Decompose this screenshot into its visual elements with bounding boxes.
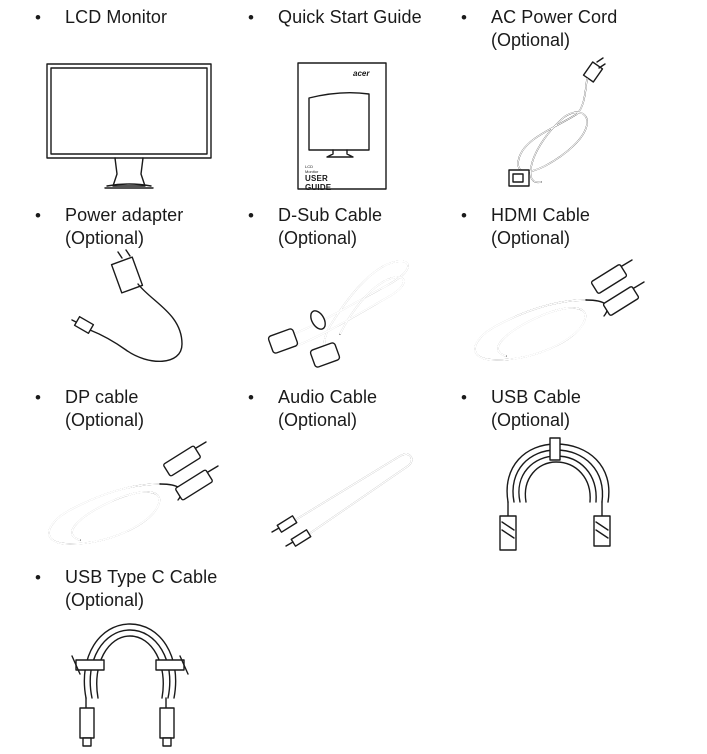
item-optional: (Optional) bbox=[491, 410, 571, 430]
monitor-illustration-icon bbox=[45, 62, 213, 192]
usb-cable-icon bbox=[496, 436, 624, 560]
bullet: • bbox=[35, 568, 41, 587]
dsub-cable-icon bbox=[266, 256, 416, 384]
item-quick-start-guide: • Quick Start Guide bbox=[248, 6, 422, 29]
audio-cable-icon bbox=[270, 450, 414, 547]
item-power-adapter: • Power adapter (Optional) bbox=[35, 204, 184, 250]
bullet: • bbox=[248, 206, 254, 225]
item-label: Audio Cable bbox=[278, 387, 378, 407]
bullet: • bbox=[461, 388, 467, 407]
item-label: LCD Monitor bbox=[65, 7, 168, 27]
dp-cable-icon bbox=[40, 440, 219, 560]
item-optional: (Optional) bbox=[491, 30, 571, 50]
item-hdmi-cable: • HDMI Cable (Optional) bbox=[461, 204, 591, 250]
item-label: USB Cable bbox=[491, 387, 581, 407]
item-label: Power adapter bbox=[65, 205, 184, 225]
item-label: USB Type C Cable bbox=[65, 567, 218, 587]
item-optional: (Optional) bbox=[278, 410, 358, 430]
item-dp-cable: • DP cable (Optional) bbox=[35, 386, 145, 432]
item-label: D-Sub Cable bbox=[278, 205, 383, 225]
item-label: HDMI Cable bbox=[491, 205, 591, 225]
item-label: AC Power Cord bbox=[491, 7, 618, 27]
hdmi-cable-icon bbox=[466, 259, 645, 372]
item-label: Quick Start Guide bbox=[278, 7, 422, 27]
usb-c-cable-icon bbox=[70, 616, 189, 748]
item-ac-power-cord: • AC Power Cord (Optional) bbox=[461, 6, 618, 52]
item-usb-c-cable: • USB Type C Cable (Optional) bbox=[35, 566, 218, 612]
power-adapter-icon bbox=[71, 249, 190, 378]
guide-brand: acer bbox=[353, 69, 370, 78]
item-optional: (Optional) bbox=[278, 228, 358, 248]
bullet: • bbox=[248, 8, 254, 27]
item-lcd-monitor: • LCD Monitor bbox=[35, 6, 168, 29]
bullet: • bbox=[35, 8, 41, 27]
bullet: • bbox=[35, 206, 41, 225]
guide-small-text: LCD Monitor bbox=[305, 164, 319, 174]
item-optional: (Optional) bbox=[65, 410, 145, 430]
power-cord-icon bbox=[505, 57, 606, 196]
item-optional: (Optional) bbox=[65, 228, 145, 248]
bullet: • bbox=[461, 8, 467, 27]
item-optional: (Optional) bbox=[65, 590, 145, 610]
item-label: DP cable bbox=[65, 387, 139, 407]
guide-title: USER GUIDE bbox=[305, 174, 332, 192]
item-dsub-cable: • D-Sub Cable (Optional) bbox=[248, 204, 383, 250]
bullet: • bbox=[248, 388, 254, 407]
bullet: • bbox=[35, 388, 41, 407]
bullet: • bbox=[461, 206, 467, 225]
item-usb-cable: • USB Cable (Optional) bbox=[461, 386, 581, 432]
item-optional: (Optional) bbox=[491, 228, 571, 248]
item-audio-cable: • Audio Cable (Optional) bbox=[248, 386, 378, 432]
